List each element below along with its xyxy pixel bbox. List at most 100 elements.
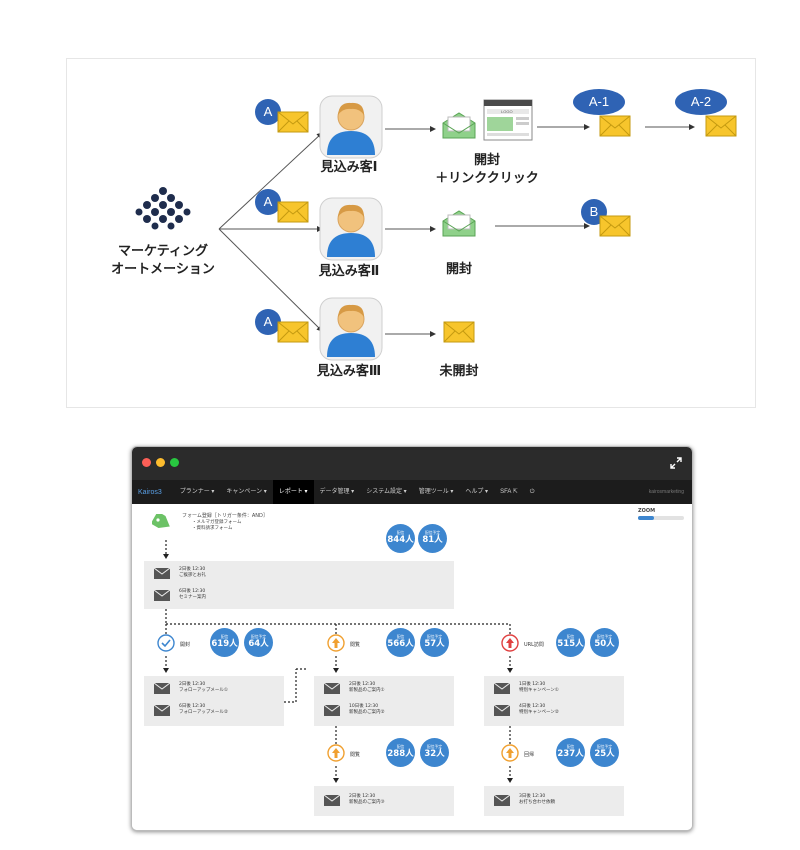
mail-icon bbox=[154, 567, 170, 579]
mail-icon bbox=[154, 704, 170, 716]
trigger-title: フォーム登録［トリガー条件：AND］ bbox=[182, 513, 268, 519]
scenario-connectors bbox=[163, 540, 513, 783]
tag-a-1: A-1 bbox=[573, 89, 625, 115]
brand-logo[interactable]: Kairos3 bbox=[138, 488, 162, 496]
ma-label: マーケティング オートメーション bbox=[111, 244, 215, 277]
mail-icon bbox=[154, 589, 170, 601]
envelope-icon bbox=[443, 321, 475, 343]
envelope-icon bbox=[277, 111, 309, 133]
branch-3-label: URL訪問 bbox=[524, 642, 544, 648]
open-check-icon bbox=[157, 634, 175, 652]
envelope-icon bbox=[277, 321, 309, 343]
nav-planner[interactable]: プランナー ▾ bbox=[179, 489, 215, 495]
tag-icon bbox=[152, 514, 170, 529]
sub-branch-2-label: 回帰 bbox=[524, 752, 535, 758]
scenario-canvas: ZOOM フォーム登録［トリガー条件：AND］ ・メルマガ登録フォーム ・資料請… bbox=[132, 504, 692, 830]
branch-1-label: 開封 bbox=[180, 642, 191, 648]
close-window-button[interactable] bbox=[142, 458, 151, 467]
account-name[interactable]: kairosmarketing bbox=[648, 489, 684, 495]
window-titlebar bbox=[132, 447, 692, 480]
person-icon bbox=[319, 95, 383, 159]
nav-campaign[interactable]: キャンペーン ▾ bbox=[226, 489, 267, 495]
open-envelope-icon bbox=[442, 210, 476, 237]
app-navbar: Kairos3 プランナー ▾ キャンペーン ▾ レポート ▾ データ管理 ▾ … bbox=[132, 480, 692, 504]
mail-icon bbox=[154, 682, 170, 694]
envelope-icon bbox=[705, 115, 737, 137]
ma-network-icon bbox=[135, 187, 191, 230]
view-arrow-icon bbox=[327, 744, 345, 762]
webpage-logo-text: LOGO bbox=[501, 109, 513, 114]
envelope-icon bbox=[599, 115, 631, 137]
view-arrow-icon bbox=[327, 634, 345, 652]
zoom-label: ZOOM bbox=[638, 508, 656, 514]
open-envelope-icon bbox=[442, 112, 476, 139]
reaction-unopened: 未開封 bbox=[439, 364, 479, 379]
zoom-slider-fill bbox=[638, 516, 654, 520]
tag-a-2: A-2 bbox=[675, 89, 727, 115]
envelope-icon bbox=[277, 201, 309, 223]
nav-data[interactable]: データ管理 ▾ bbox=[319, 489, 355, 495]
flow-lines bbox=[218, 124, 695, 337]
reaction-open: 開封 bbox=[445, 262, 472, 277]
reaction-open-click: 開封 ＋リンククリック bbox=[435, 153, 539, 186]
tag-a-prospect-2: A bbox=[255, 189, 281, 215]
webpage-icon: LOGO bbox=[483, 99, 533, 141]
prospect-2-label: 見込み客Ⅱ bbox=[318, 264, 380, 279]
sub-branch-1-label: 閲覧 bbox=[350, 752, 361, 758]
nav-system[interactable]: システム設定 ▾ bbox=[366, 489, 407, 495]
prospect-3-label: 見込み客Ⅲ bbox=[316, 364, 382, 379]
envelope-icon bbox=[599, 215, 631, 237]
minimize-window-button[interactable] bbox=[156, 458, 165, 467]
return-arrow-icon bbox=[501, 744, 519, 762]
trigger-condition-2: ・資料請求フォーム bbox=[192, 526, 233, 531]
app-window: Kairos3 プランナー ▾ キャンペーン ▾ レポート ▾ データ管理 ▾ … bbox=[131, 446, 693, 831]
mail-icon bbox=[324, 704, 340, 716]
mail-icon bbox=[494, 794, 510, 806]
tag-a-prospect-1: A bbox=[255, 99, 281, 125]
mail-icon bbox=[494, 682, 510, 694]
nav-sfa[interactable]: SFA ⇱ bbox=[500, 489, 518, 495]
person-icon bbox=[319, 297, 383, 361]
nav-admin[interactable]: 管理ツール ▾ bbox=[418, 489, 454, 495]
mail-icon bbox=[324, 682, 340, 694]
nav-help[interactable]: ヘルプ ▾ bbox=[465, 489, 489, 495]
tag-a-prospect-3: A bbox=[255, 309, 281, 335]
maximize-window-button[interactable] bbox=[170, 458, 179, 467]
mail-icon bbox=[494, 704, 510, 716]
expand-icon[interactable] bbox=[670, 457, 682, 469]
zoom-slider[interactable] bbox=[638, 516, 684, 520]
mail-icon bbox=[324, 794, 340, 806]
nav-power[interactable]: ⏻ bbox=[529, 489, 535, 495]
nav-report[interactable]: レポート ▾ bbox=[272, 480, 314, 504]
person-icon bbox=[319, 197, 383, 261]
prospect-1-label: 見込み客Ⅰ bbox=[320, 160, 378, 175]
